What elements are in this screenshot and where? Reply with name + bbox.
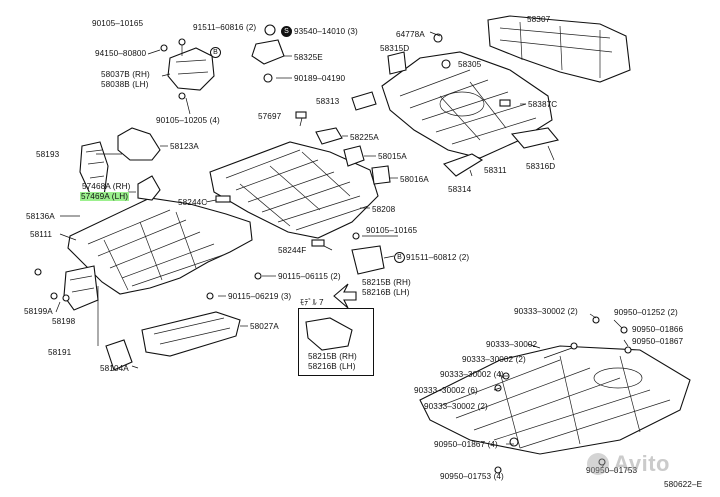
- label-58198: 58198: [52, 317, 76, 326]
- member-58313: [351, 91, 377, 111]
- bracket-58037B: [167, 47, 215, 91]
- label-58111: 58111: [30, 230, 53, 239]
- member-58316D: [510, 127, 559, 149]
- bracket-58315D: [387, 51, 407, 75]
- label-91511-60816: 91511–60816 (2): [193, 23, 257, 32]
- watermark-logo-icon: [587, 453, 610, 475]
- label-90115-06115: 90115–06115 (2): [278, 272, 341, 281]
- label-57469A: 57469A (LH): [80, 192, 130, 201]
- bracket-58104A: [105, 339, 133, 371]
- label-93540-14010: 93540–14010 (3): [294, 27, 358, 36]
- label-90333-30002-b: 90333–30002: [486, 340, 538, 349]
- center-floor-pan: [209, 141, 379, 239]
- label-58123A: 58123A: [170, 142, 199, 151]
- member-58027A: [141, 311, 241, 357]
- label-90333-30002-c: 90333–30002 (2): [462, 355, 526, 364]
- badge-s: S: [281, 26, 292, 37]
- bracket-57468A: [137, 175, 161, 201]
- inset-title: ﾓﾃﾞﾙ 7: [300, 298, 324, 307]
- label-58191: 58191: [48, 348, 72, 357]
- pad-58325E: [251, 39, 285, 65]
- plug-58244F: [311, 239, 325, 247]
- label-58325E: 58325E: [294, 53, 323, 62]
- label-90950-01866: 90950–01866: [632, 325, 684, 334]
- model-inset-box: [298, 308, 374, 376]
- label-58311: 58311: [484, 166, 507, 175]
- bracket-58215B: [351, 245, 385, 275]
- label-90950-01867-bot: 90950–01867 (4): [434, 440, 498, 449]
- plug-58244C: [215, 195, 231, 203]
- clip-57697: [295, 111, 307, 119]
- label-57468A: 57468A (RH): [82, 182, 131, 191]
- label-90105-10165-top: 90105–10165: [92, 19, 144, 28]
- direction-arrow: [333, 283, 357, 309]
- label-58387C: 58387C: [528, 100, 558, 109]
- label-90105-10165-mid: 90105–10165: [366, 226, 418, 235]
- bolt-90105-10165: [178, 38, 186, 46]
- label-64778A: 64778A: [396, 30, 425, 39]
- label-58027A: 58027A: [250, 322, 279, 331]
- badge-b-mid: B: [394, 252, 405, 263]
- label-58215B-main: 58215B (RH): [362, 278, 411, 287]
- label-58037B: 58037B (RH): [101, 70, 150, 79]
- label-90333-30002-d: 90333–30002 (4): [440, 370, 504, 379]
- member-58314: [442, 153, 484, 177]
- label-91511-60812: 91511–60812 (2): [406, 253, 470, 262]
- label-90950-01753-right: 90950–01753: [586, 466, 638, 475]
- label-90333-30002-f: 90333–30002 (2): [424, 402, 488, 411]
- label-58244C: 58244C: [178, 198, 208, 207]
- label-90950-01753-left: 90950–01753 (4): [440, 472, 504, 481]
- label-58016A: 58016A: [400, 175, 429, 184]
- bracket-58191: [63, 265, 99, 311]
- label-58216B-inset: 58216B (LH): [308, 362, 356, 371]
- label-58316D: 58316D: [526, 162, 556, 171]
- label-58314: 58314: [448, 185, 472, 194]
- diagram-reference-code: 580622–E: [664, 480, 703, 489]
- label-90189-04190: 90189–04190: [294, 74, 346, 83]
- label-58038B: 58038B (LH): [101, 80, 149, 89]
- rear-under-floor: [419, 345, 691, 455]
- label-58015A: 58015A: [378, 152, 407, 161]
- badge-b-top: B: [210, 47, 221, 58]
- label-58225A: 58225A: [350, 133, 379, 142]
- label-58104A: 58104A: [100, 364, 129, 373]
- bracket-58016A: [371, 165, 391, 185]
- label-58199A: 58199A: [24, 307, 53, 316]
- label-90333-30002-a: 90333–30002 (2): [514, 307, 578, 316]
- label-58136A: 58136A: [26, 212, 55, 221]
- label-90950-01252: 90950–01252 (2): [614, 308, 678, 317]
- watermark: Avito: [587, 451, 670, 477]
- bracket-58225A: [315, 127, 343, 145]
- label-58215B-inset: 58215B (RH): [308, 352, 357, 361]
- label-90333-30002-e: 90333–30002 (6): [414, 386, 478, 395]
- label-58305: 58305: [458, 60, 482, 69]
- inset-bracket: [305, 317, 353, 351]
- label-58193: 58193: [36, 150, 60, 159]
- label-90115-06219: 90115–06219 (3): [228, 292, 292, 301]
- label-57697: 57697: [258, 112, 282, 121]
- bracket-58123A: [117, 127, 161, 161]
- label-58307: 58307: [527, 15, 551, 24]
- label-58244F: 58244F: [278, 246, 307, 255]
- label-58216B-main: 58216B (LH): [362, 288, 410, 297]
- label-90105-10205: 90105–10205 (4): [156, 116, 220, 125]
- label-58313: 58313: [316, 97, 340, 106]
- bracket-58015A: [343, 145, 365, 167]
- rear-panel-58307: [487, 15, 631, 83]
- label-58208: 58208: [372, 205, 396, 214]
- label-94150-80800: 94150–80800: [95, 49, 147, 58]
- label-58315D: 58315D: [380, 44, 410, 53]
- label-90950-01867-top: 90950–01867: [632, 337, 684, 346]
